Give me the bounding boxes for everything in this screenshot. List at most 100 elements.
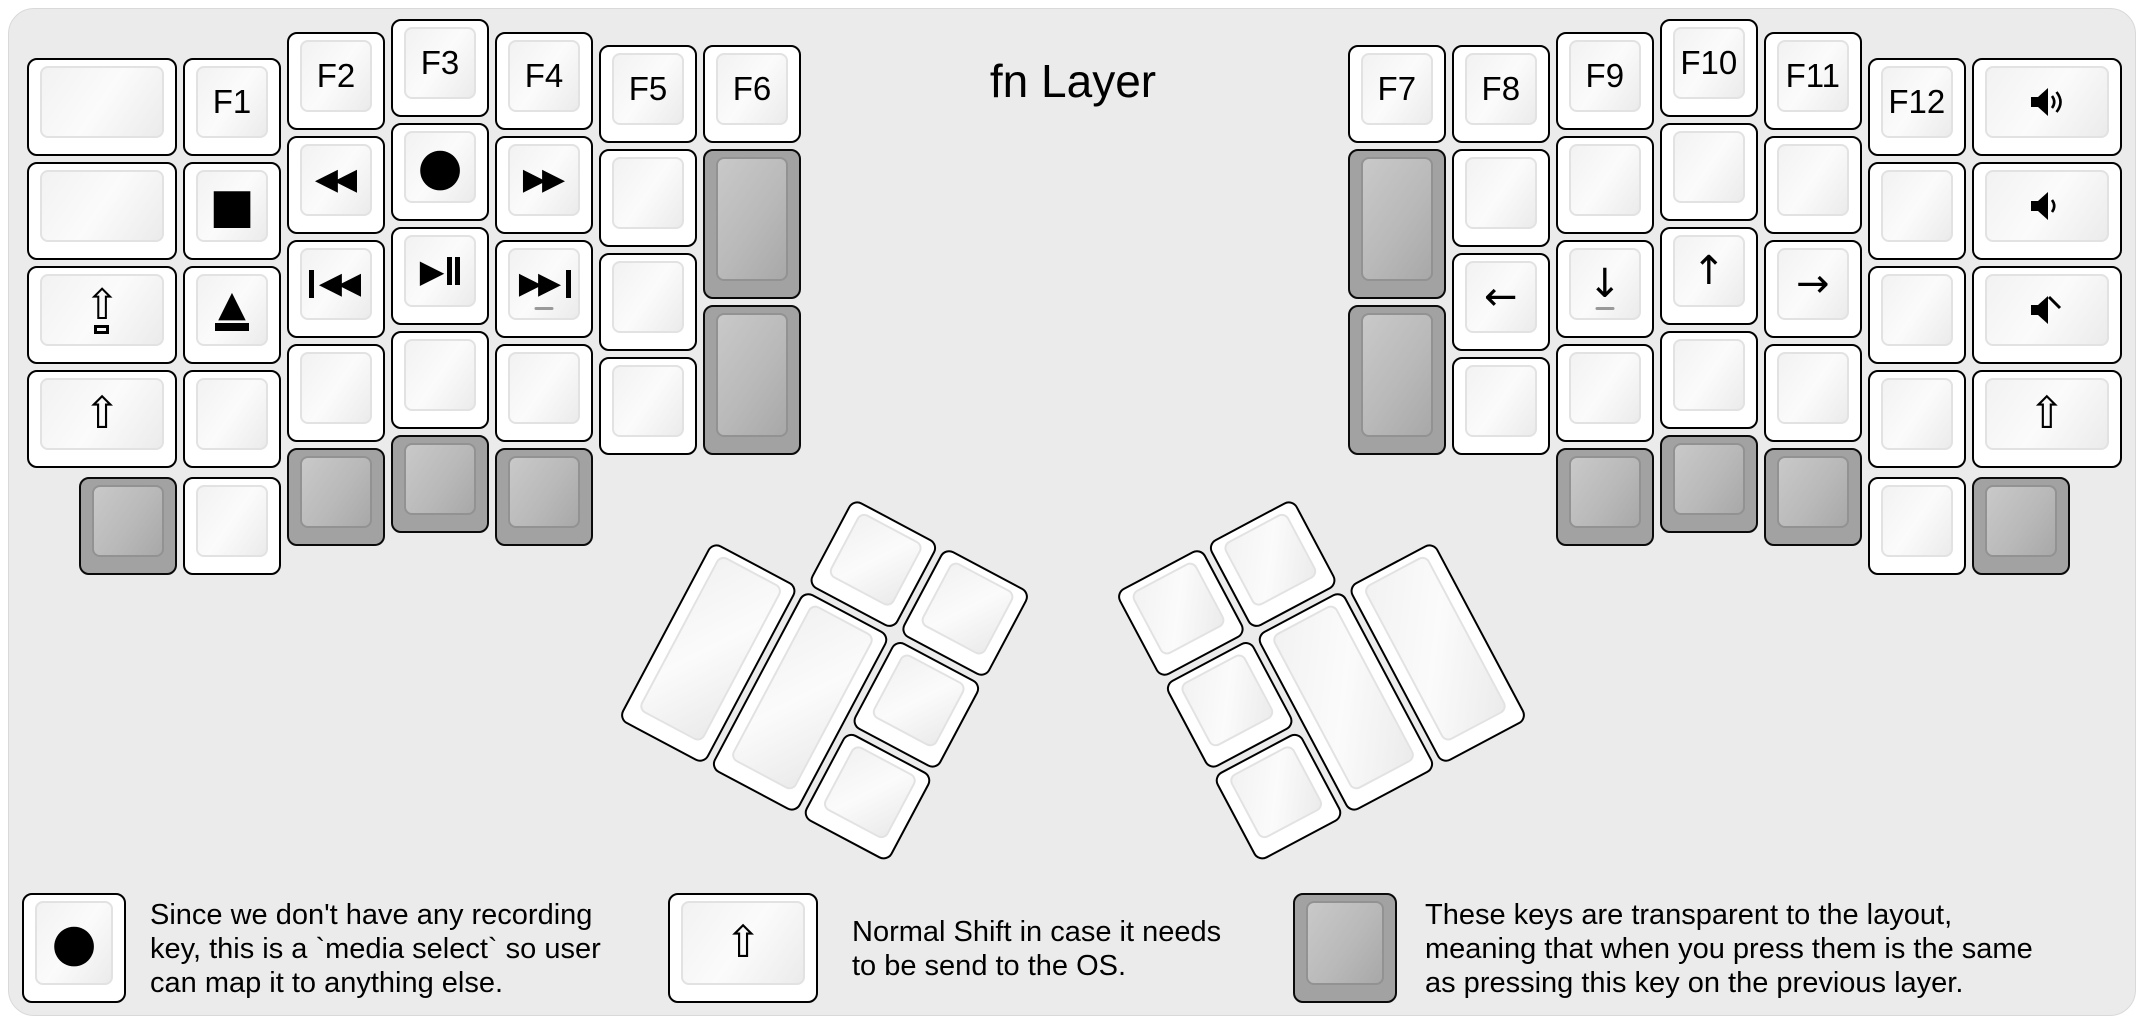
legend-key-record: ● [22,893,126,1003]
keytop [1880,378,1953,450]
key-f10: F10 [1659,19,1758,117]
keytop [1672,131,1745,203]
shift-icon: ⇧ [83,388,121,439]
keytop [918,559,1017,658]
key-transparent [1971,476,2070,575]
key-f5: F5 [599,45,697,143]
keytop [1568,352,1641,424]
key-blank [183,476,281,575]
keytop [300,352,372,424]
key-transparent [1347,305,1446,455]
keytop [92,484,164,557]
play-pause-icon: ▶ [420,255,461,287]
key-blank [1867,162,1966,260]
keytop: ↓ [1568,248,1641,320]
keytop: ▶ [404,235,476,307]
keytop [826,511,925,609]
key-label: F4 [524,57,564,94]
legend-key-shift: ⇧ [668,893,818,1003]
key-label: F5 [628,70,668,107]
keytop [1360,313,1433,437]
keytop: ▶▶ [508,144,580,216]
keytop: ← [1464,261,1537,333]
keytop [1984,274,2109,346]
keytop [404,339,476,411]
keytop [1672,443,1745,515]
keytop: F5 [612,53,684,125]
key-shift: ⇧ [668,893,818,1003]
mute-icon [2030,295,2061,324]
arrow-left-icon: ← [1484,274,1518,320]
key-blank [1867,266,1966,364]
keytop [612,157,684,229]
legend-item-transparent: These keys are transparent to the layout… [1293,893,2093,1005]
key-transparent [703,305,801,455]
keytop [1227,743,1325,841]
legend-item-media-select: ● Since we don't have any recording key,… [22,893,662,1005]
keytop [1568,144,1641,216]
key-arrow-up: ↑ [1659,227,1758,325]
key-f1: F1 [183,58,281,156]
keytop: F6 [716,53,788,125]
keytop [716,157,788,281]
key-blank [1867,370,1966,468]
legend-item-normal-shift: ⇧ Normal Shift in case it needs to be se… [668,893,1288,1005]
keytop: ◀◀ [300,248,372,320]
key-record: ● [22,893,126,1003]
legend-text: These keys are transparent to the layout… [1425,899,2033,999]
layer-title: fn Layer [989,55,1157,107]
keytop [1464,365,1537,437]
key-arrow-down: ↓ [1555,240,1654,338]
keytop: ⇧ [40,274,164,346]
key-transparent [287,448,385,546]
keytop: ⇧ [40,378,164,450]
keytop [1880,274,1953,346]
keytop [1984,484,2057,557]
key-blank [1763,136,1862,234]
keytop [196,378,268,450]
key-f9: F9 [1555,32,1654,130]
keytop: F12 [1880,66,1953,138]
keytop [1568,456,1641,528]
key-f2: F2 [287,32,385,130]
key-blank [1659,331,1758,429]
keytop [1776,352,1849,424]
key-blank [1659,123,1758,221]
keytop [821,743,919,841]
key-transparent [1555,448,1654,546]
keytop: → [1776,248,1849,320]
caps-lock-icon: ⇧ [84,283,120,334]
record-icon: ● [417,137,463,197]
key-f8: F8 [1451,45,1550,143]
keytop [1984,170,2109,242]
key-caps-lock: ⇧ [27,266,177,364]
legend-text: Normal Shift in case it needs to be send… [852,916,1222,982]
key-prev-track: ◀◀ [287,240,385,338]
keytop [1776,144,1849,216]
key-label: F10 [1680,44,1738,81]
keytop [404,443,476,515]
keytop [1221,511,1320,609]
key-shift: ⇧ [27,370,177,468]
keytop: F2 [300,40,372,112]
key-transparent [495,448,593,546]
key-transparent [1293,893,1397,1003]
keytop: ▶▶ [508,248,580,320]
keytop: F4 [508,40,580,112]
key-blank [27,162,177,260]
key-blank [495,344,593,442]
key-blank [1763,344,1862,442]
keytop: F8 [1464,53,1537,125]
keytop [612,365,684,437]
key-blank [1555,344,1654,442]
keytop [1672,339,1745,411]
keytop: ⇧ [1984,378,2109,450]
legend-text: Since we don't have any recording key, t… [150,899,601,999]
key-label: F3 [420,44,460,81]
keytop [1776,456,1849,528]
keytop [1178,651,1277,750]
key-volume-up [1971,58,2122,156]
keytop [1984,66,2109,138]
keytop: ■ [196,170,268,242]
key-volume-down [1971,162,2122,260]
